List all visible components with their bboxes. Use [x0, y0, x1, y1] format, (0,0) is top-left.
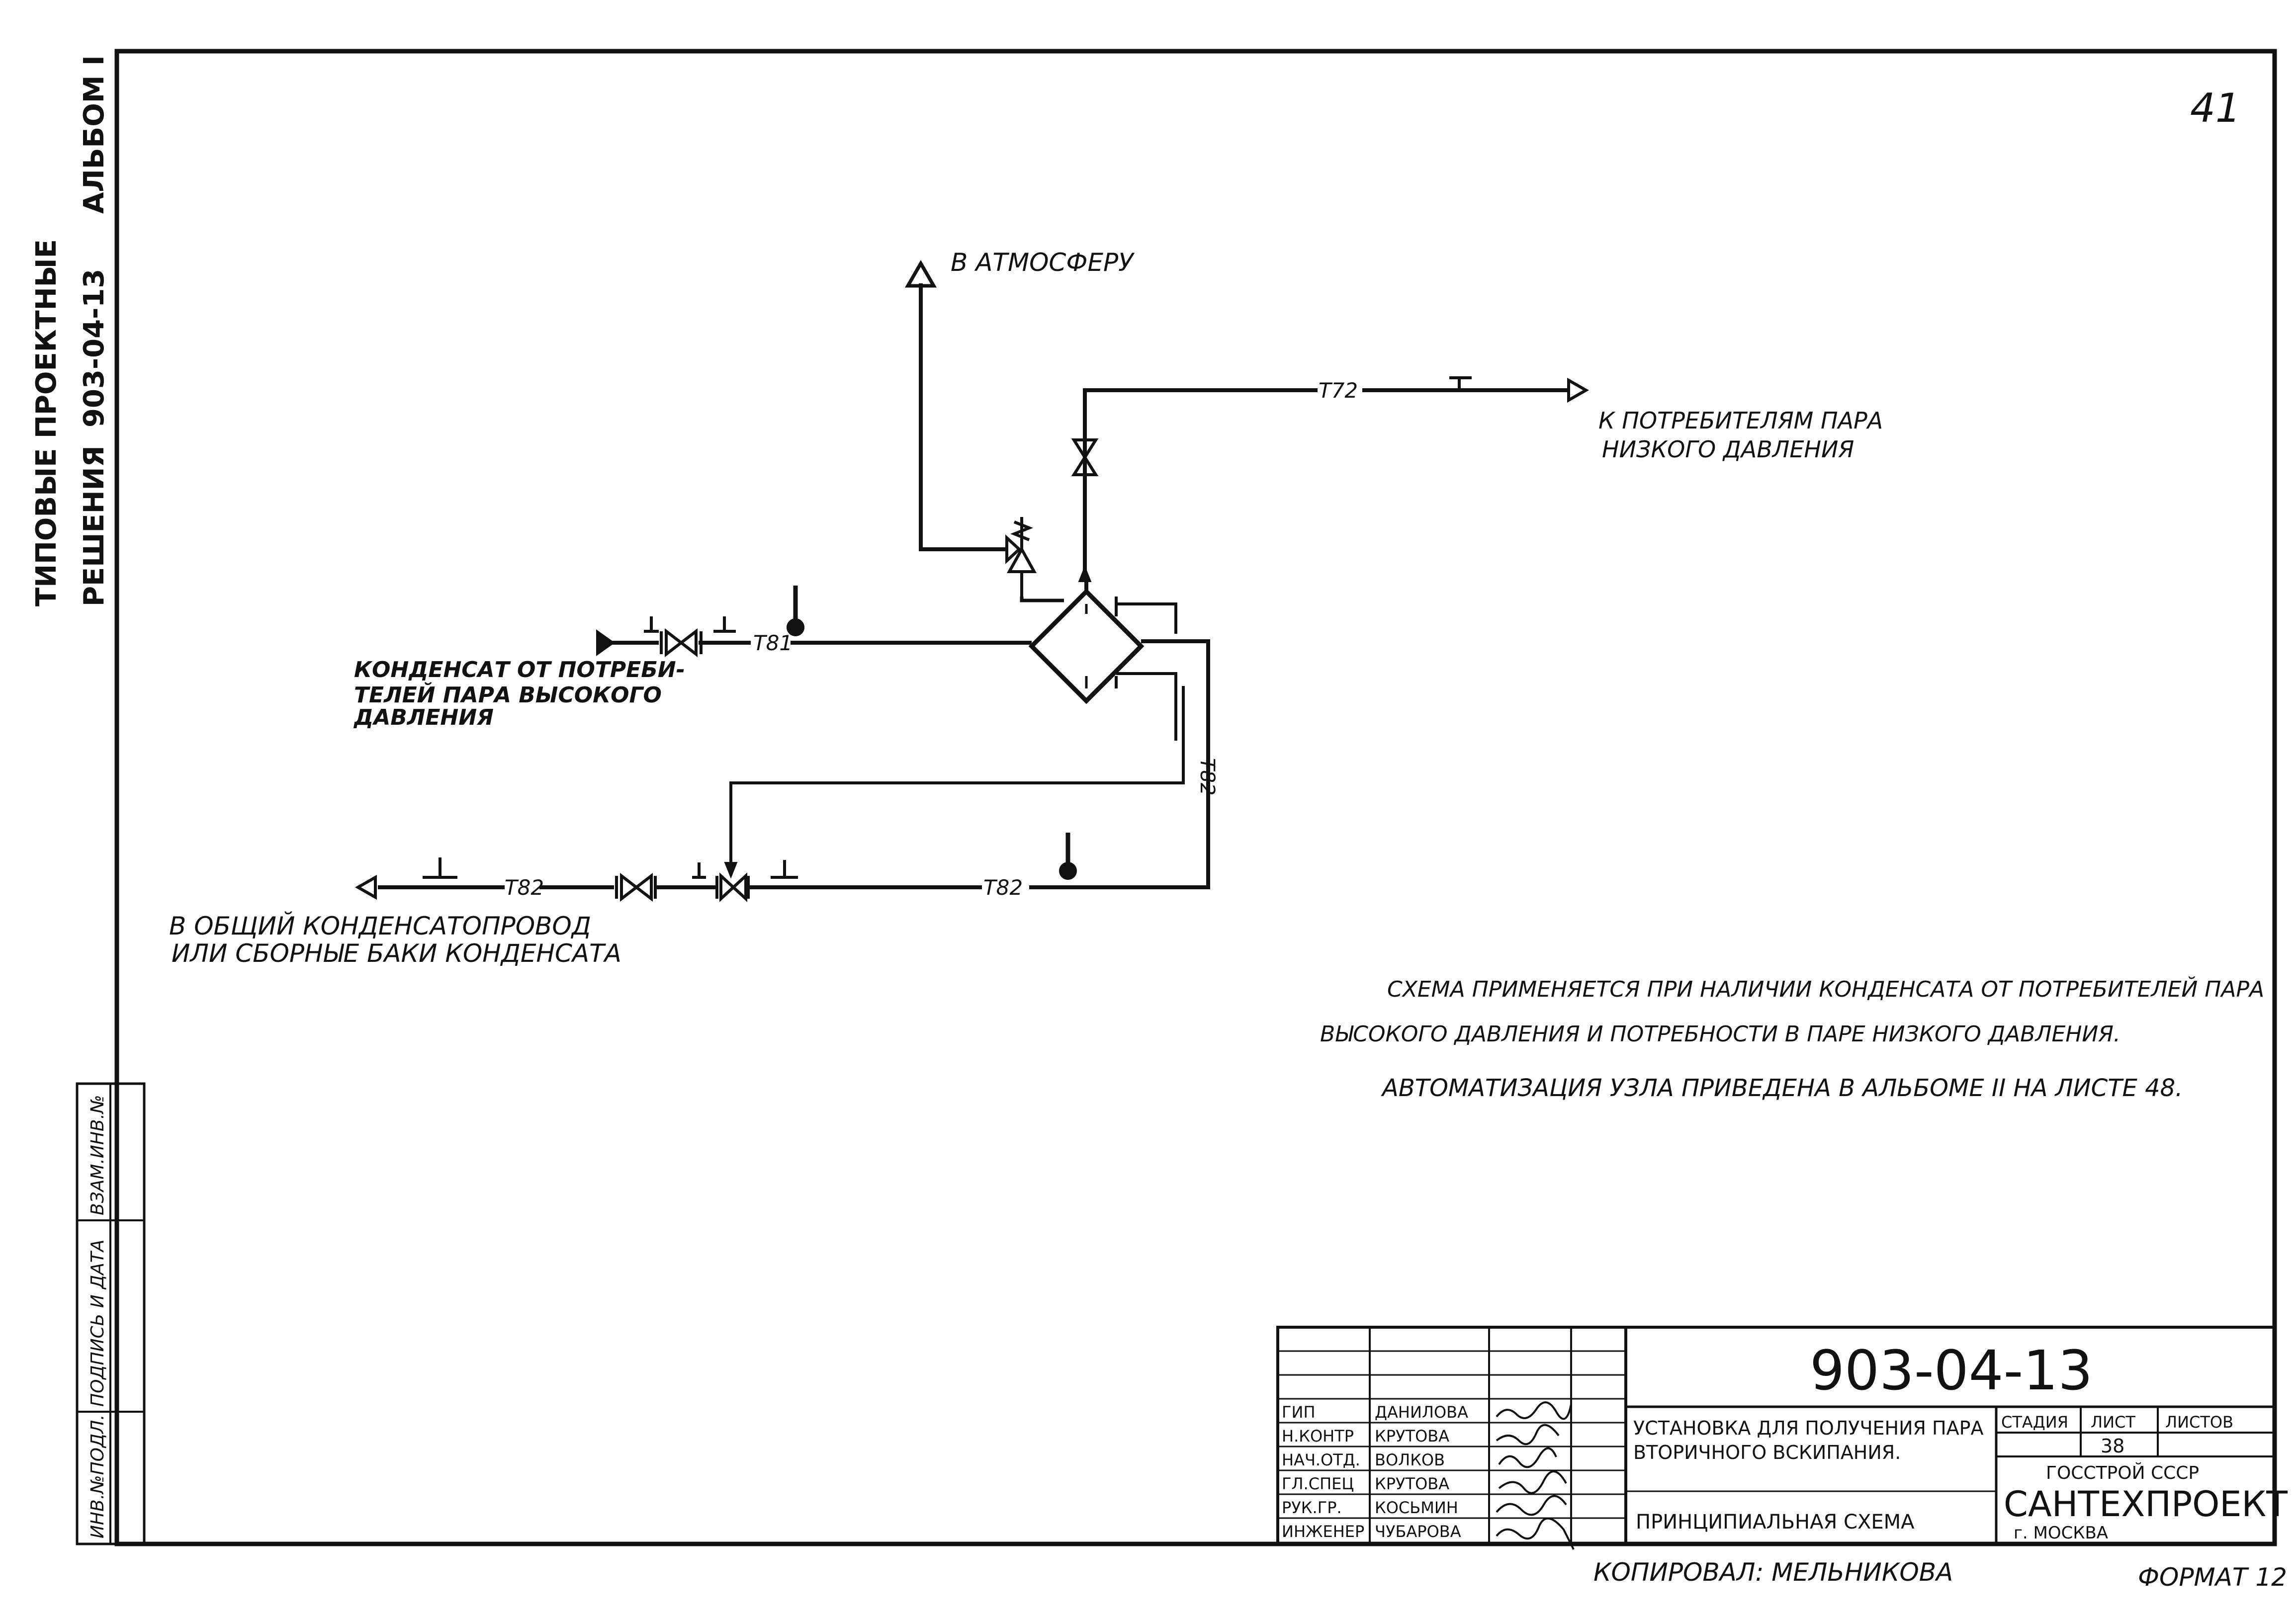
title-block: 903-04-13 УСТАНОВКА ДЛЯ ПОЛУЧЕНИЯ ПАРА В…	[1276, 1326, 2288, 1550]
tag-t82-vertical: Т82	[1196, 758, 1219, 795]
name-3: КРУТОВА	[1375, 1474, 1449, 1493]
label-to-atmosphere: В АТМОСФЕРУ	[951, 248, 1135, 277]
margin-doc-code: 903-04-13	[78, 269, 110, 427]
name-1: КРУТОВА	[1375, 1427, 1449, 1446]
label-consumers-l2: НИЗКОГО ДАВЛЕНИЯ	[1602, 436, 1854, 463]
org-line1: ГОССТРОЙ СССР	[2046, 1462, 2199, 1483]
flash-separator	[1028, 588, 1145, 704]
name-0: ДАНИЛОВА	[1375, 1403, 1468, 1422]
margin-title-line1: ТИПОВЫЕ ПРОЕКТНЫЕ	[30, 239, 63, 606]
org-line2: САНТЕХПРОЕКТ	[2004, 1484, 2288, 1525]
label-outlet-l2: ИЛИ СБОРНЫЕ БАКИ КОНДЕНСАТА	[172, 939, 621, 968]
doc-code: 903-04-13	[1810, 1339, 2093, 1402]
role-1: Н.КОНТР	[1282, 1427, 1354, 1446]
side-stamp-inv-podl: ИНВ.№ПОДЛ.	[88, 1414, 108, 1538]
role-5: ИНЖЕНЕР	[1282, 1522, 1364, 1541]
name-5: ЧУБАРОВА	[1375, 1522, 1461, 1541]
label-consumers-l1: К ПОТРЕБИТЕЛЯМ ПАРА	[1598, 407, 1883, 434]
steam-line-t72	[1083, 388, 1569, 572]
doc-title-l1: УСТАНОВКА ДЛЯ ПОЛУЧЕНИЯ ПАРА	[1633, 1417, 1983, 1439]
sheet-format: ФОРМАТ 12	[2138, 1563, 2287, 1592]
note-line2: ВЫСОКОГО ДАВЛЕНИЯ И ПОТРЕБНОСТИ В ПАРЕ Н…	[1320, 1022, 2120, 1047]
side-stamp-vzam-inv: ВЗАМ.ИНВ.№	[88, 1095, 108, 1216]
note-line3: АВТОМАТИЗАЦИЯ УЗЛА ПРИВЕДЕНА В АЛЬБОМЕ I…	[1381, 1074, 2183, 1102]
role-4: РУК.ГР.	[1282, 1498, 1342, 1517]
name-2: ВОЛКОВ	[1375, 1450, 1445, 1469]
signatures	[1496, 1401, 1575, 1550]
general-notes: СХЕМА ПРИМЕНЯЕТСЯ ПРИ НАЛИЧИИ КОНДЕНСАТА…	[1320, 976, 2264, 1102]
role-0: ГИП	[1282, 1403, 1316, 1422]
note-line1: СХЕМА ПРИМЕНЯЕТСЯ ПРИ НАЛИЧИИ КОНДЕНСАТА…	[1387, 976, 2264, 1002]
margin-title-line2: РЕШЕНИЯ	[78, 445, 110, 606]
tag-t72: Т72	[1319, 378, 1358, 403]
tag-t82-left: Т82	[505, 875, 544, 900]
side-stamp-signature-date: ПОДПИСЬ И ДАТА	[88, 1239, 108, 1407]
gate-valve-inlet	[660, 628, 703, 658]
label-condensate-l1: КОНДЕНСАТ ОТ ПОТРЕБИ-	[354, 657, 685, 682]
vent-arrow	[904, 260, 937, 288]
org-line3: г. МОСКВА	[2014, 1523, 2108, 1543]
tag-t82-right: Т82	[983, 875, 1023, 900]
copied-by: КОПИРОВАЛ: МЕЛЬНИКОВА	[1593, 1558, 1953, 1587]
sheet-number: 38	[2101, 1435, 2124, 1457]
diagram-labels: В АТМОСФЕРУ К ПОТРЕБИТЕЛЯМ ПАРА НИЗКОГО …	[169, 248, 1883, 968]
col-sheet: ЛИСТ	[2091, 1413, 2135, 1432]
safety-valve	[1005, 517, 1037, 597]
gate-valve-t72	[1071, 438, 1099, 476]
margin-album: АЛЬБОМ I	[78, 55, 110, 214]
vent-pipe	[919, 283, 1007, 551]
col-stage: СТАДИЯ	[2001, 1413, 2068, 1432]
condensate-outlet-t82	[1099, 639, 1210, 889]
col-sheets: ЛИСТОВ	[2165, 1413, 2233, 1432]
page-mark: 41	[2190, 85, 2241, 131]
gate-valve-outlet	[615, 872, 657, 902]
label-outlet-l1: В ОБЩИЙ КОНДЕНСАТОПРОВОД	[169, 911, 591, 940]
role-2: НАЧ.ОТД.	[1282, 1450, 1360, 1469]
side-stamp: ИНВ.№ПОДЛ. ПОДПИСЬ И ДАТА ВЗАМ.ИНВ.№	[76, 1082, 146, 1545]
name-4: КОСЬМИН	[1375, 1498, 1458, 1517]
sheet-name: ПРИНЦИПИАЛЬНАЯ СХЕМА	[1636, 1511, 1915, 1534]
role-3: ГЛ.СПЕЦ	[1282, 1474, 1354, 1493]
drawing-frame	[114, 49, 2277, 1546]
thermometer-outlet	[1059, 833, 1077, 880]
consumer-arrow	[1567, 377, 1590, 403]
tag-t81: Т81	[753, 631, 793, 655]
doc-title-l2: ВТОРИЧНОГО ВСКИПАНИЯ.	[1633, 1442, 1901, 1463]
left-margin-titles: ТИПОВЫЕ ПРОЕКТНЫЕ РЕШЕНИЯ 903-04-13 АЛЬБ…	[30, 55, 110, 606]
piping-diagram	[354, 260, 1590, 902]
label-condensate-l3: ДАВЛЕНИЯ	[353, 705, 494, 730]
label-condensate-l2: ТЕЛЕЙ ПАРА ВЫСОКОГО	[354, 682, 662, 708]
thermometer-inlet	[787, 586, 804, 636]
check-valve-tee	[715, 872, 750, 902]
